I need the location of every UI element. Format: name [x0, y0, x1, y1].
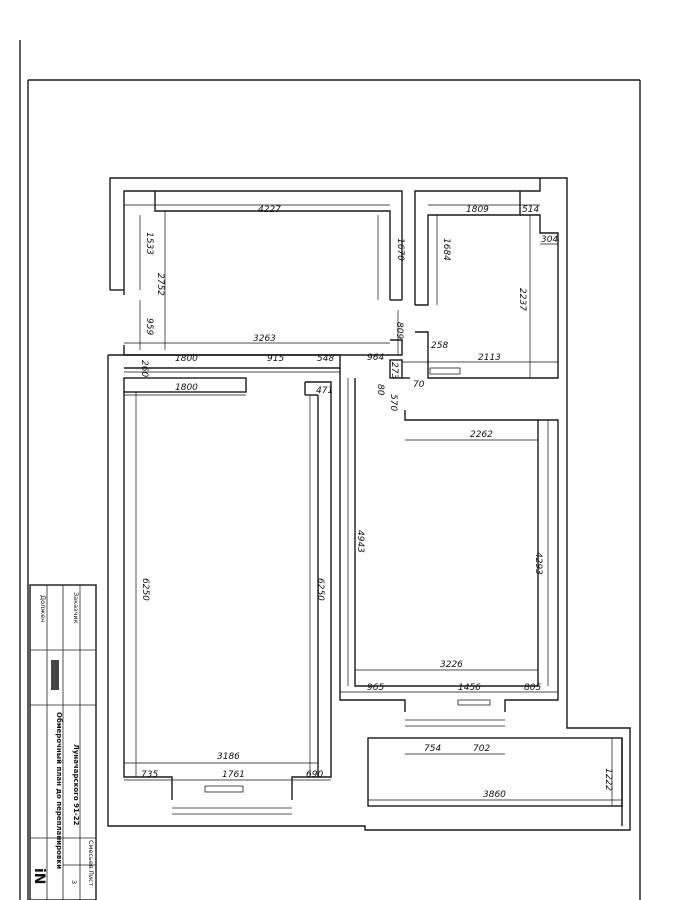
dim-260: 260 [139, 360, 149, 377]
title-block: Заказчик Должен Луначарского 91-22 Обмер… [29, 584, 97, 900]
dim-1800-top: 1800 [175, 354, 198, 364]
address: Луначарского 91-22 [72, 744, 80, 826]
dim-4943: 4943 [355, 530, 365, 553]
sheets-label: Смесьев [87, 840, 95, 869]
loggia [367, 737, 623, 826]
dim-1809: 1809 [466, 205, 489, 215]
dim-548: 548 [317, 354, 334, 364]
dim-3226: 3226 [440, 660, 463, 670]
dim-754: 754 [424, 744, 441, 754]
dim-1222: 1222 [603, 768, 613, 791]
dim-304: 304 [541, 235, 558, 245]
sheet-label: Лист [87, 870, 95, 887]
dim-915: 915 [267, 354, 284, 364]
corridor [389, 359, 461, 379]
dim-965: 965 [367, 683, 384, 693]
dimension-lines [124, 204, 622, 806]
room-top-right [414, 178, 559, 379]
dim-2262: 2262 [470, 430, 493, 440]
customer-label: Заказчик [72, 592, 80, 624]
signature-stamp [51, 660, 59, 690]
project-label: Должен [39, 595, 47, 622]
dim-514: 514 [522, 205, 539, 215]
dim-735: 735 [141, 770, 158, 780]
dim-70: 70 [413, 380, 425, 390]
dim-702: 702 [473, 744, 490, 754]
dim-809: 809 [394, 322, 404, 339]
dim-2237: 2237 [517, 288, 527, 311]
dim-690: 690 [306, 770, 323, 780]
dim-471: 471 [316, 386, 333, 396]
dim-4293: 4293 [533, 552, 543, 575]
dimension-labels: 4227 1809 514 304 1533 2752 1670 1684 22… [139, 205, 613, 800]
dim-1456: 1456 [458, 683, 481, 693]
dim-1800-bottom: 1800 [175, 383, 198, 393]
dim-6250-left: 6250 [140, 578, 150, 601]
dim-2113: 2113 [478, 353, 501, 363]
dim-258: 258 [431, 341, 448, 351]
dim-273: 273 [389, 362, 399, 379]
exterior-walls [107, 177, 631, 831]
dim-3860: 3860 [483, 790, 506, 800]
dim-1684: 1684 [441, 238, 451, 261]
dim-1533: 1533 [144, 232, 154, 255]
sheet-number: 3 [70, 880, 78, 884]
dim-959: 959 [144, 318, 154, 335]
dim-1670: 1670 [395, 238, 405, 261]
dim-3263: 3263 [253, 334, 276, 344]
sheet-frame [19, 40, 641, 900]
dim-4227: 4227 [258, 205, 281, 215]
room-bottom-left [108, 354, 341, 815]
company-logo: iN [31, 868, 47, 885]
dim-1761: 1761 [222, 770, 245, 780]
dim-80: 80 [375, 384, 385, 396]
dim-964: 964 [367, 353, 384, 363]
room-bottom-right [339, 368, 559, 727]
dim-6250-right: 6250 [315, 578, 325, 601]
dim-3186: 3186 [217, 752, 240, 762]
dim-2752: 2752 [155, 273, 165, 296]
drawing-title: Обмерочный план до перепланировки [55, 712, 63, 869]
dim-570: 570 [388, 394, 398, 411]
dim-805: 805 [524, 683, 541, 693]
